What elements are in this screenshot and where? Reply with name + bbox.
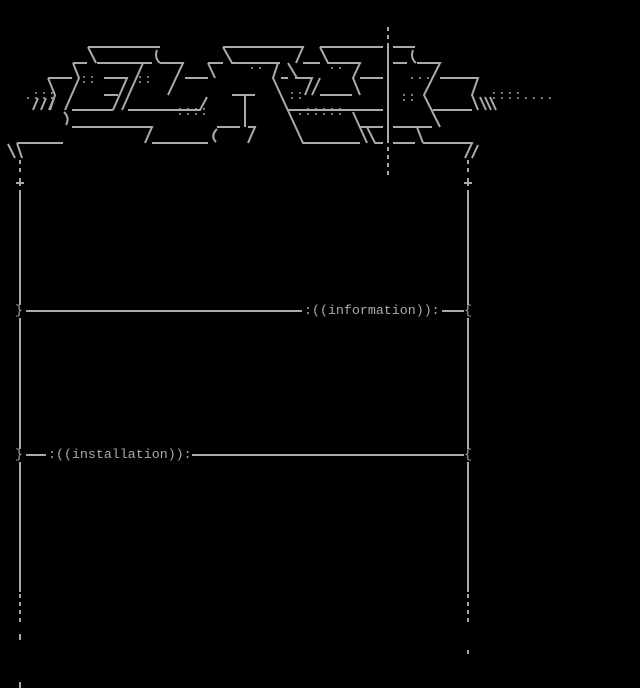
logo-dot-shading: ... xyxy=(408,68,432,83)
logo-dot-shading: :: xyxy=(136,72,152,87)
logo-middle-group xyxy=(260,27,389,175)
logo-right-group xyxy=(393,46,497,159)
right-bracket: { xyxy=(464,447,472,462)
section-header-installation: :((installation)): xyxy=(48,447,192,463)
right-bracket: { xyxy=(464,303,472,318)
logo-left-group xyxy=(7,46,280,159)
logo-dot-shading: .::: xyxy=(8,88,56,103)
logo-dot-shading: :: xyxy=(248,58,264,73)
left-bracket: } xyxy=(15,303,23,318)
left-bracket: } xyxy=(15,447,23,462)
logo-dot-shading: :: xyxy=(288,88,304,103)
frame xyxy=(16,160,472,688)
section-header-information: :((information)): xyxy=(304,303,440,319)
logo-dot-shading: :::: xyxy=(176,104,208,119)
logo-dot-shading: :: xyxy=(400,90,416,105)
logo-dot-shading: .::::: xyxy=(296,104,344,119)
logo-dot-shading: :: xyxy=(328,58,344,73)
logo-dot-shading: ::::.... xyxy=(490,88,554,103)
logo-dot-shading: :: xyxy=(80,72,96,87)
